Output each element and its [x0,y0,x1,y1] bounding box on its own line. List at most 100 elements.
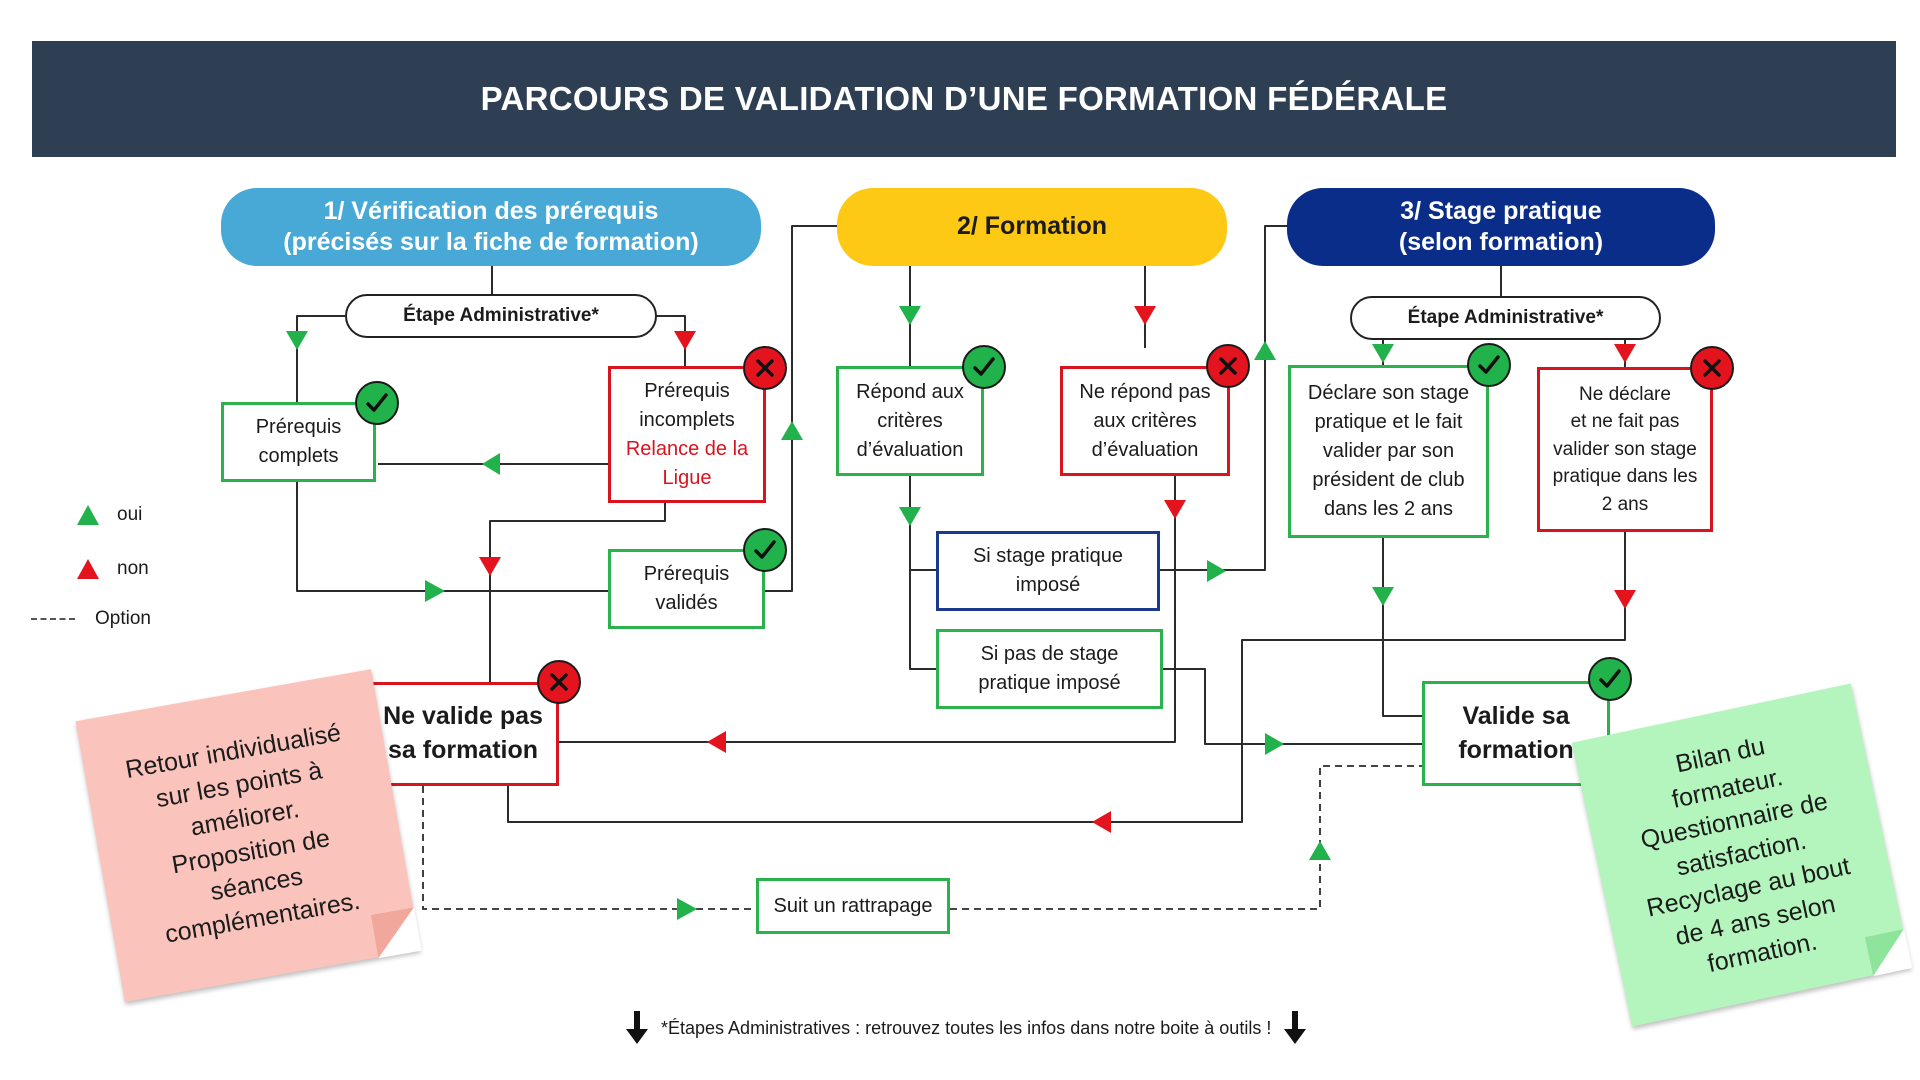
box-prerequis-valides: Prérequis validés [608,549,765,629]
box-text: complets [258,445,339,467]
connector [559,476,1176,743]
arrowhead-green [1372,587,1394,606]
legend-option: Option [31,604,191,634]
box-text: Prérequis [644,379,730,402]
box-ne-repond-pas: Ne répond pas aux critères d’évaluation [1060,366,1230,476]
arrowhead-green [899,306,921,325]
box-text: Ne déclare [1579,383,1671,405]
box-text: sa formation [387,736,539,764]
cross-icon [1206,344,1250,388]
arrow-down-icon [626,1011,648,1044]
box-text: Ne valide pas [383,702,543,731]
option-connector [422,786,756,910]
legend-no-label: non [117,558,149,579]
box-valide: Valide sa formation [1422,681,1610,786]
legend: oui non Option [31,500,191,640]
box-text: formation [1458,735,1574,764]
green-triangle-icon [77,505,99,525]
option-connector [950,765,1422,910]
arrowhead-red [479,557,501,576]
note-fold [370,907,422,959]
arrowhead-green [899,507,921,526]
connector [489,503,666,682]
arrowhead-red [674,331,696,350]
box-repond-criteres: Répond aux critères d’évaluation [836,366,984,476]
box-ne-declare-pas: Ne déclare et ne fait pas valider son st… [1537,367,1713,532]
phase-formation: 2/ Formation [837,188,1227,266]
box-text: président de club [1312,469,1465,491]
phase-stage: 3/ Stage pratique (selon formation) [1287,188,1715,266]
box-text: Répond aux [856,380,964,403]
connector [765,225,837,592]
checkmark-icon [962,345,1006,389]
arrowhead-red [707,731,726,753]
cross-icon [1690,346,1734,390]
legend-yes: oui [77,500,191,530]
connector [296,315,345,402]
box-text: valider par son [1322,440,1455,462]
connector [1163,668,1422,745]
arrowhead-green [1265,733,1284,755]
box-text: Si pas de stage [980,643,1119,665]
note-retour-individualise: Retour individualisé sur les points à am… [75,669,422,1002]
box-text: incomplets [639,408,735,431]
box-text: 2 ans [1601,493,1649,515]
note-fold [1864,928,1913,977]
box-text: imposé [1015,574,1081,596]
box-rattrapage: Suit un rattrapage [756,878,950,934]
box-text: dans les 2 ans [1324,498,1453,520]
box-text: Déclare son stage [1307,382,1470,404]
connector [909,476,936,571]
box-text: Prérequis [643,563,730,585]
legend-yes-label: oui [117,504,143,525]
box-text: pratique dans les [1552,466,1698,488]
box-text: Ne répond pas [1079,380,1211,403]
phase-prerequis-subtitle: (précisés sur la fiche de formation) [283,228,699,256]
legend-option-label: Option [95,608,151,629]
note-bilan-formateur: Bilan du formateur. Questionnaire de sat… [1571,683,1913,1027]
box-text: Valide sa [1462,701,1570,730]
arrowhead-red [1134,306,1156,325]
arrowhead-green [781,421,803,440]
box-ne-valide-pas: Ne valide pas sa formation [367,682,559,786]
arrowhead-green [1207,560,1226,582]
dashed-line-icon [31,618,75,620]
phase-stage-title: 3/ Stage pratique [1400,196,1602,225]
box-declare-stage: Déclare son stage pratique et le fait va… [1288,365,1489,538]
legend-no: non [77,554,191,584]
arrowhead-red [1614,344,1636,363]
cross-icon [743,346,787,390]
box-prerequis-complets: Prérequis complets [221,402,376,482]
box-text: aux critères [1093,409,1197,432]
arrowhead-red [1164,500,1186,519]
box-text: critères [877,409,943,432]
phase-stage-subtitle: (selon formation) [1398,228,1604,256]
arrowhead-green [1372,344,1394,363]
arrowhead-green [286,331,308,350]
cross-icon [537,660,581,704]
box-text: validés [655,592,718,614]
admin-step-pill: Étape Administrative* [345,294,657,338]
box-text: Suit un rattrapage [773,894,933,917]
arrowhead-green [1254,341,1276,360]
box-text: Si stage pratique [972,545,1124,567]
arrow-down-icon [1284,1011,1307,1044]
connector [296,482,608,592]
arrowhead-red [1092,811,1111,833]
checkmark-icon [1467,343,1511,387]
box-text-relance: Ligue [662,466,712,489]
phase-formation-title: 2/ Formation [956,212,1107,241]
box-text: Prérequis [255,416,342,438]
phase-prerequis: 1/ Vérification des prérequis (précisés … [221,188,761,266]
box-text: pratique imposé [978,672,1121,694]
arrowhead-green [1309,841,1331,860]
checkmark-icon [355,381,399,425]
connector [909,570,936,670]
connector [507,532,1626,823]
page-title: PARCOURS DE VALIDATION D’UNE FORMATION F… [32,41,1896,157]
box-text: pratique et le fait [1314,411,1463,433]
connector [1382,538,1422,717]
box-stage-impose: Si stage pratique imposé [936,531,1160,611]
